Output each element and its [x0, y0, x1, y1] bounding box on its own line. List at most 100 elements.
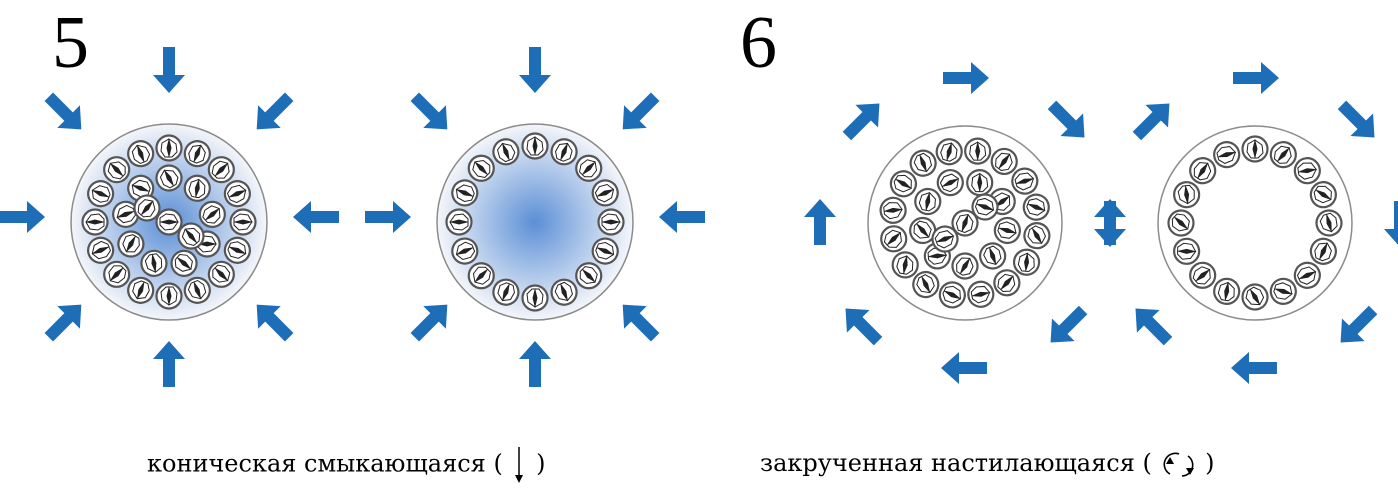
blue-arrow-icon	[1231, 352, 1277, 384]
particle	[127, 140, 155, 168]
caption-text: закрученная настилающаяся	[760, 449, 1135, 477]
panel-number-6: 6	[740, 2, 777, 84]
blue-arrow-icon	[1050, 305, 1088, 343]
particle	[1293, 157, 1321, 185]
blue-arrow-icon	[943, 62, 989, 94]
particle	[155, 134, 183, 162]
blue-arrow-icon	[1337, 100, 1375, 138]
particle	[597, 208, 625, 236]
particle	[207, 156, 235, 184]
particle	[914, 187, 942, 216]
blue-arrow-icon	[410, 92, 448, 130]
caption-close-paren: )	[536, 449, 546, 478]
blue-arrow-icon	[410, 304, 448, 342]
blue-arrow-icon	[1135, 308, 1173, 346]
particle	[591, 237, 619, 265]
particle	[177, 222, 205, 250]
particle	[140, 249, 168, 277]
particle	[993, 269, 1021, 297]
particle	[938, 281, 966, 309]
particle	[467, 154, 495, 182]
blue-arrow-icon	[1233, 62, 1279, 94]
particle	[951, 209, 979, 237]
particle	[964, 137, 992, 165]
blue-arrow-icon	[804, 199, 836, 245]
particle	[966, 168, 994, 197]
particle	[909, 149, 937, 177]
blue-arrow-icon	[44, 92, 82, 130]
particle	[155, 208, 183, 236]
particle	[1315, 209, 1343, 237]
particle	[1023, 222, 1051, 250]
particle	[1269, 141, 1297, 169]
particle	[451, 237, 479, 265]
blue-arrow-icon	[153, 47, 185, 93]
particle	[1241, 135, 1269, 163]
particle	[1173, 181, 1201, 209]
particle	[81, 208, 109, 236]
particle	[198, 200, 226, 228]
particle	[451, 179, 479, 207]
particle	[990, 147, 1018, 176]
particle	[229, 208, 257, 236]
particle	[550, 138, 578, 166]
blue-arrow-icon	[1047, 100, 1085, 138]
particle	[1309, 237, 1337, 265]
rotate-clockwise-icon	[1163, 452, 1194, 477]
caption-panel-6: закрученная настилающаяся ( )	[760, 448, 1215, 480]
particle	[909, 216, 937, 245]
blue-arrow-icon	[622, 92, 660, 130]
particle	[1293, 261, 1321, 289]
particle	[979, 242, 1007, 270]
particle	[521, 284, 549, 312]
particle	[1309, 181, 1337, 209]
blue-arrow-icon	[842, 103, 880, 141]
blue-arrow-icon	[153, 341, 185, 387]
particle	[1241, 283, 1269, 311]
particle	[127, 174, 155, 202]
blue-arrow-icon	[622, 304, 660, 342]
blue-arrow-icon	[1094, 199, 1126, 245]
caption-open-paren: (	[1142, 449, 1152, 477]
blue-arrow-icon	[1340, 305, 1378, 343]
particle	[133, 194, 161, 222]
blue-arrow-icon	[519, 341, 551, 387]
blue-arrow-icon	[365, 201, 411, 233]
particle	[1213, 277, 1241, 305]
particle	[445, 208, 473, 236]
particle	[1012, 248, 1041, 276]
particle	[223, 180, 251, 208]
particle	[879, 196, 907, 224]
particle	[935, 138, 963, 166]
particle	[967, 280, 995, 308]
blue-arrow-icon	[941, 352, 987, 384]
particle	[155, 164, 183, 192]
particle	[521, 132, 549, 160]
particle	[87, 180, 115, 208]
panel-number-5: 5	[52, 2, 89, 84]
caption-open-paren: (	[493, 449, 503, 478]
particle	[936, 168, 964, 197]
caption-close-paren: )	[1205, 449, 1215, 477]
particle	[550, 278, 578, 306]
particle	[155, 282, 183, 310]
blue-arrow-icon	[0, 201, 45, 233]
particles	[81, 132, 1343, 312]
particle	[891, 251, 919, 279]
particle	[993, 216, 1021, 245]
particle	[87, 236, 115, 264]
particle	[1011, 167, 1039, 195]
particle	[1167, 209, 1195, 237]
particle	[1213, 141, 1241, 169]
blue-arrow-icon	[845, 308, 883, 346]
particle	[575, 154, 603, 182]
particle	[889, 170, 918, 198]
particle	[223, 236, 251, 264]
caption-text: коническая смыкающаяся	[147, 449, 486, 478]
caption-panel-5: коническая смыкающаяся ( )	[147, 445, 545, 485]
particle	[183, 140, 211, 168]
blue-arrow-icon	[659, 201, 705, 233]
particle	[492, 278, 520, 306]
blue-arrow-icon	[256, 92, 294, 130]
